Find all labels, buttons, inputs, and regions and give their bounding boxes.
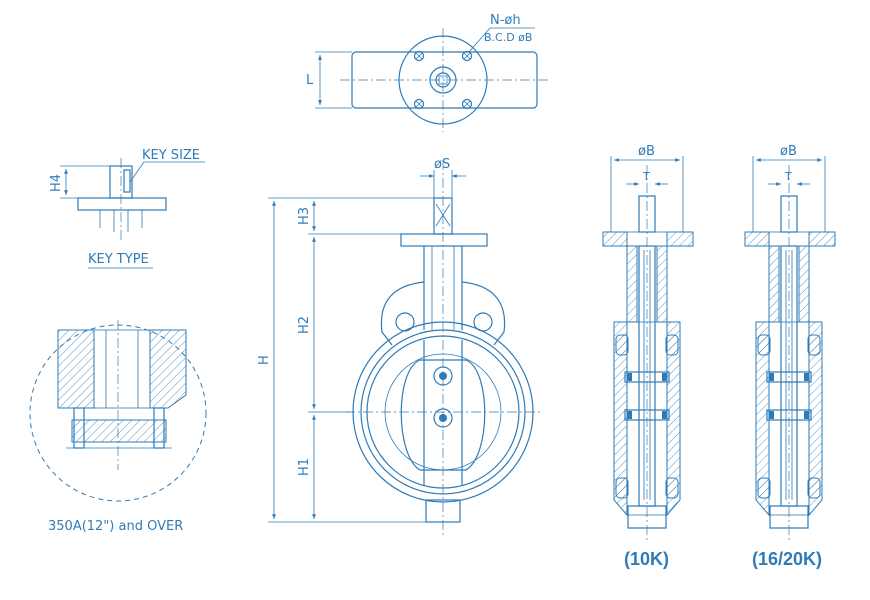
key-type-title: KEY TYPE — [88, 252, 149, 267]
dim-h3-label: H3 — [297, 207, 312, 225]
large-size-note: 350A(12") and OVER — [48, 519, 183, 534]
key-type-detail: H4 KEY SIZE KEY TYPE — [49, 148, 205, 269]
dim-h-label: H — [257, 355, 272, 365]
seat-ring-icon — [615, 334, 679, 499]
dim-l-label: L — [306, 73, 314, 88]
key-size-label: KEY SIZE — [142, 148, 200, 163]
caption-16-20k: (16/20K) — [752, 549, 822, 569]
bolt-hole-icon — [413, 50, 473, 110]
section-view-16-20k: øB T (16/20K) — [744, 144, 836, 569]
dim-b-label-10k: øB — [638, 144, 655, 159]
caption-10k: (10K) — [624, 549, 669, 569]
top-view: L N-øh B.C.D øB — [306, 13, 548, 132]
dim-s-label: øS — [434, 157, 450, 172]
dim-t-label-10k: T — [642, 170, 650, 183]
bcd-label: B.C.D øB — [484, 31, 532, 44]
dim-h4-label: H4 — [49, 174, 64, 192]
dim-h2-label: H2 — [297, 316, 312, 334]
dim-b-label-16-20k: øB — [780, 144, 797, 159]
large-size-detail: 350A(12") and OVER — [29, 320, 207, 534]
dim-h1-label: H1 — [297, 458, 312, 476]
front-view: øS H H3 H2 H1 — [257, 157, 540, 535]
bolt-count-label: N-øh — [490, 13, 521, 28]
dim-t-label-16-20k: T — [784, 170, 792, 183]
seat-ring-icon — [757, 334, 821, 499]
section-view-10k: øB T (10K) — [602, 144, 694, 569]
